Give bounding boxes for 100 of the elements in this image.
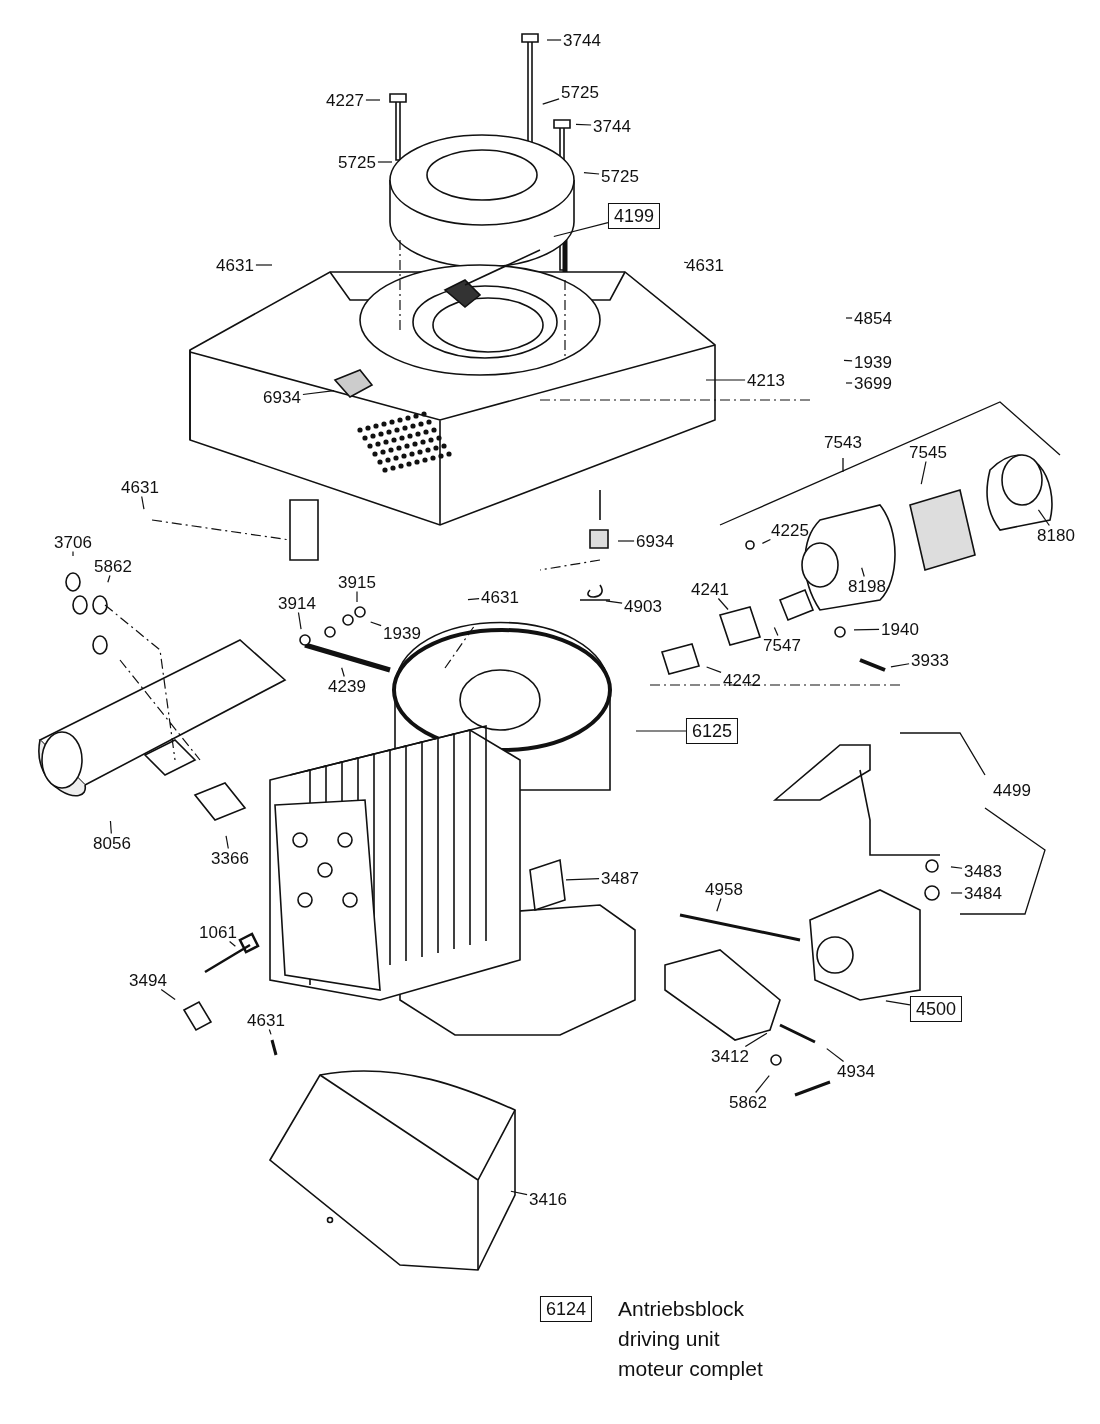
leader-line	[565, 878, 600, 881]
leader-line	[553, 222, 609, 238]
callout-number: 3744	[561, 30, 603, 50]
callout-number: 3744	[591, 116, 633, 136]
leader-line	[845, 317, 853, 319]
leader-line	[635, 730, 687, 732]
leader-line	[365, 99, 381, 101]
callout-number: 7547	[761, 635, 803, 655]
leader-line	[225, 835, 229, 850]
callout-number: 3699	[852, 373, 894, 393]
leader-line	[617, 540, 635, 542]
callout-number: 8056	[91, 833, 133, 853]
leader-line	[377, 161, 393, 163]
callout-number: 8198	[846, 576, 888, 596]
leader-line	[229, 940, 236, 947]
part-description: moteur complet	[618, 1358, 763, 1379]
callout-number: 4499	[993, 781, 1031, 801]
part-number-box: 6124	[540, 1296, 592, 1322]
leader-line	[761, 538, 771, 544]
leader-line	[510, 1190, 528, 1196]
callout-number: 3914	[276, 593, 318, 613]
callout-number: 4631	[684, 255, 726, 275]
part-number-box: 4199	[608, 203, 660, 229]
callout-number: 3412	[709, 1046, 751, 1066]
leader-line	[72, 550, 74, 557]
callout-number: 3484	[962, 883, 1004, 903]
callout-number: 3494	[127, 970, 169, 990]
leader-line	[826, 1048, 845, 1063]
callout-number: 3416	[527, 1189, 569, 1209]
callout-number: 5862	[92, 556, 134, 576]
callout-number: 5725	[336, 152, 378, 172]
callout-number: 6934	[261, 387, 303, 407]
leader-line	[885, 1000, 911, 1006]
leader-line	[356, 590, 358, 603]
callout-number: 1940	[879, 619, 921, 639]
leader-line	[370, 621, 382, 627]
callout-number: 4239	[326, 676, 368, 696]
callout-number: 4213	[745, 370, 787, 390]
callout-number: 4631	[245, 1010, 287, 1030]
callout-number: 5725	[599, 166, 641, 186]
callout-number: 4242	[721, 670, 763, 690]
callout-number: 3483	[962, 861, 1004, 881]
callout-number: 4225	[769, 520, 811, 540]
leader-line	[843, 359, 853, 362]
part-description: driving unit	[618, 1328, 720, 1349]
leader-line	[341, 667, 345, 678]
leader-line	[583, 171, 600, 175]
leader-line	[950, 866, 963, 869]
callout-number: 4854	[852, 308, 894, 328]
leader-line	[705, 379, 746, 381]
leader-line	[141, 495, 145, 510]
leader-line	[845, 382, 853, 384]
callout-number: 1061	[197, 922, 239, 942]
leader-line	[717, 597, 729, 611]
callout-number: 3366	[209, 848, 251, 868]
leader-line	[706, 666, 722, 673]
leader-line	[546, 39, 562, 41]
callout-number: 4631	[479, 587, 521, 607]
callout-number: 1939	[381, 623, 423, 643]
leader-line	[773, 626, 779, 637]
callout-number: 4631	[119, 477, 161, 497]
leader-line	[890, 663, 910, 668]
leader-line	[950, 892, 963, 894]
callout-number: 4631	[214, 255, 256, 275]
part-number-box: 4500	[910, 996, 962, 1022]
leader-line	[605, 600, 623, 604]
leader-line	[683, 261, 689, 264]
leader-line	[1037, 509, 1050, 527]
callout-number: 8180	[1035, 525, 1077, 545]
callout-number: 5725	[559, 82, 601, 102]
callout-number: 3706	[52, 532, 94, 552]
leader-line	[755, 1075, 770, 1094]
callout-number: 3933	[909, 650, 951, 670]
leader-line	[853, 628, 880, 631]
callout-number: 7545	[907, 442, 949, 462]
leader-line	[109, 820, 112, 835]
callout-number: 5862	[727, 1092, 769, 1112]
leader-line	[467, 598, 480, 601]
callout-number: 4934	[835, 1061, 877, 1081]
leader-line	[744, 1032, 768, 1048]
leader-line	[861, 567, 865, 578]
leader-line	[268, 1028, 272, 1035]
callout-number: 4958	[703, 879, 745, 899]
callout-number: 3487	[599, 868, 641, 888]
leader-line	[160, 988, 176, 1001]
leader-line	[302, 390, 335, 396]
leader-line	[107, 574, 111, 583]
leader-line	[920, 460, 927, 485]
callout-number: 4227	[324, 90, 366, 110]
leader-line	[716, 897, 722, 912]
leader-line	[297, 611, 302, 630]
part-number-box: 6125	[686, 718, 738, 744]
callout-number: 6934	[634, 531, 676, 551]
leader-line	[255, 264, 273, 266]
callout-number: 7543	[824, 433, 862, 453]
callout-number: 4903	[622, 596, 664, 616]
callout-number: 1939	[852, 352, 894, 372]
leader-line	[575, 123, 592, 126]
part-description: Antriebsblock	[618, 1298, 745, 1319]
leader-line	[542, 98, 560, 105]
